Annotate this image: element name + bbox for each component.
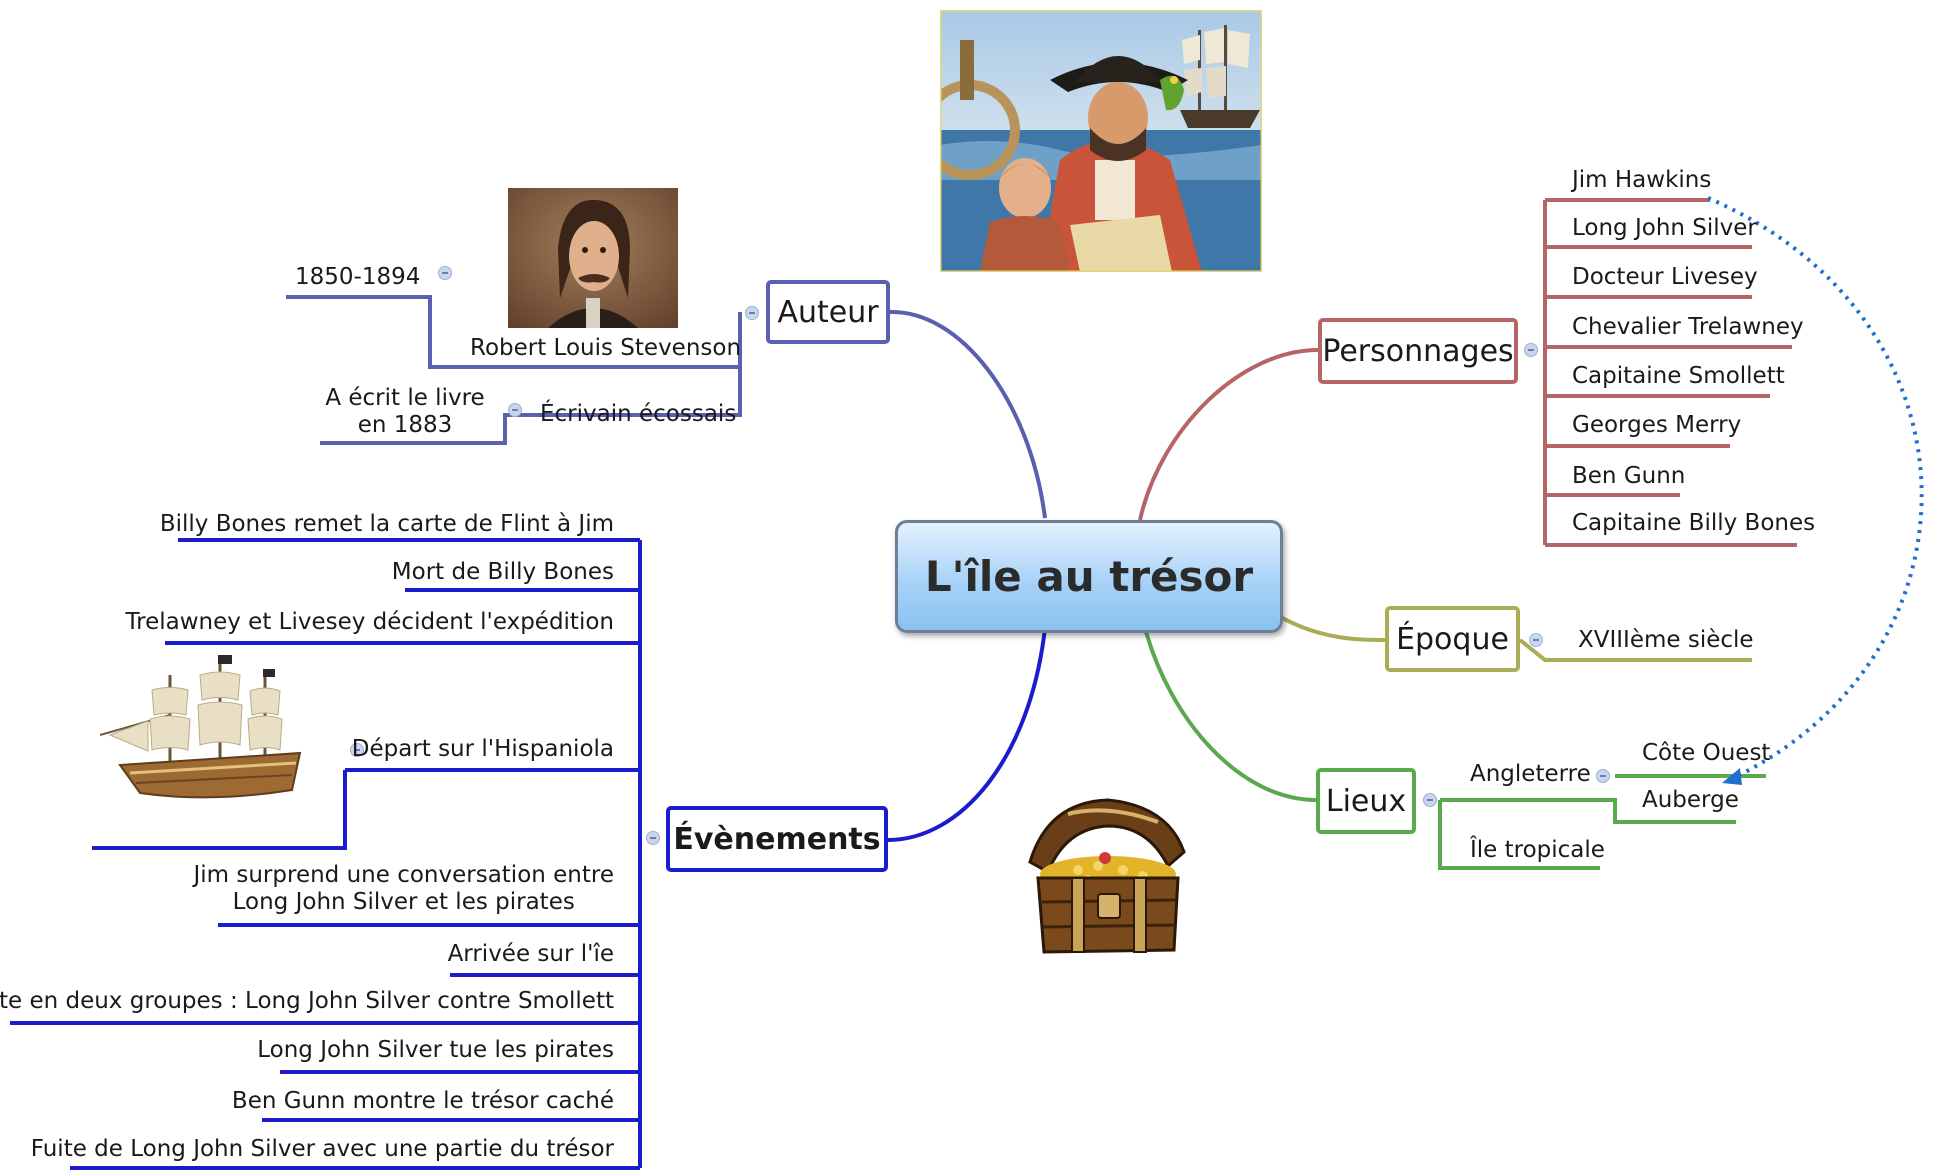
evenement-item[interactable]: Trelawney et Livesey décident l'expéditi…	[125, 609, 614, 635]
collapse-icon[interactable]	[1423, 793, 1437, 807]
stevenson-portrait	[508, 188, 678, 328]
topic-evenements[interactable]: Évènements	[666, 806, 888, 872]
evenement-line2: Long John Silver et les pirates	[232, 889, 575, 915]
evenement-item[interactable]: Mort de Billy Bones	[391, 559, 614, 585]
lieu-cote-ouest[interactable]: Côte Ouest	[1642, 740, 1771, 766]
topic-lieux[interactable]: Lieux	[1316, 768, 1416, 834]
sailing-ship	[100, 655, 320, 810]
personnage-item[interactable]: Ben Gunn	[1572, 463, 1686, 489]
collapse-icon[interactable]	[1596, 769, 1610, 783]
lieu-auberge[interactable]: Auberge	[1642, 787, 1739, 813]
topic-auteur[interactable]: Auteur	[766, 280, 890, 344]
evenement-item[interactable]: Long John Silver tue les pirates	[257, 1037, 614, 1063]
personnage-item[interactable]: Jim Hawkins	[1572, 167, 1712, 193]
evenement-line1: Jim surprend une conversation entre	[193, 862, 614, 888]
evenement-item[interactable]: Arrivée sur l'îe	[447, 941, 614, 967]
auteur-name[interactable]: Robert Louis Stevenson	[470, 335, 742, 361]
epoque-value[interactable]: XVIIIème siècle	[1578, 627, 1754, 653]
personnage-item[interactable]: Georges Merry	[1572, 412, 1742, 438]
evenement-item[interactable]: Départ sur l'Hispaniola	[351, 736, 614, 762]
auteur-dates[interactable]: 1850-1894	[295, 264, 421, 290]
collapse-icon[interactable]	[1524, 343, 1538, 357]
auteur-wrote-line2: en 1883	[357, 412, 453, 438]
personnage-item[interactable]: Chevalier Trelawney	[1572, 314, 1804, 340]
topic-epoque[interactable]: Époque	[1385, 606, 1520, 672]
topic-personnages[interactable]: Personnages	[1318, 318, 1518, 384]
lieu-angleterre[interactable]: Angleterre	[1470, 761, 1591, 787]
personnage-item[interactable]: Docteur Livesey	[1572, 264, 1758, 290]
central-topic[interactable]: L'île au trésor	[895, 520, 1283, 633]
evenement-item[interactable]: Billy Bones remet la carte de Flint à Ji…	[159, 511, 614, 537]
collapse-icon[interactable]	[508, 403, 522, 417]
collapse-icon[interactable]	[646, 831, 660, 845]
evenement-item[interactable]: Jim surprend une conversation entre Long…	[193, 862, 614, 916]
evenement-item[interactable]: Lutte en deux groupes : Long John Silver…	[0, 988, 614, 1014]
collapse-icon[interactable]	[1529, 633, 1543, 647]
auteur-writer[interactable]: Écrivain écossais	[540, 401, 737, 427]
evenement-item[interactable]: Fuite de Long John Silver avec une parti…	[30, 1136, 614, 1162]
treasure-chest	[1008, 792, 1198, 962]
collapse-icon[interactable]	[745, 306, 759, 320]
pirate-scene-illustration	[940, 10, 1262, 272]
personnage-item[interactable]: Long John Silver	[1572, 215, 1757, 241]
personnage-item[interactable]: Capitaine Smollett	[1572, 363, 1785, 389]
collapse-icon[interactable]	[438, 266, 452, 280]
evenement-item[interactable]: Ben Gunn montre le trésor caché	[231, 1088, 614, 1114]
collapse-icon[interactable]	[350, 743, 364, 757]
personnage-item[interactable]: Capitaine Billy Bones	[1572, 510, 1816, 536]
auteur-wrote[interactable]: A écrit le livre en 1883	[315, 385, 495, 439]
auteur-wrote-line1: A écrit le livre	[325, 385, 485, 411]
lieu-ile-tropicale[interactable]: Île tropicale	[1470, 837, 1605, 863]
